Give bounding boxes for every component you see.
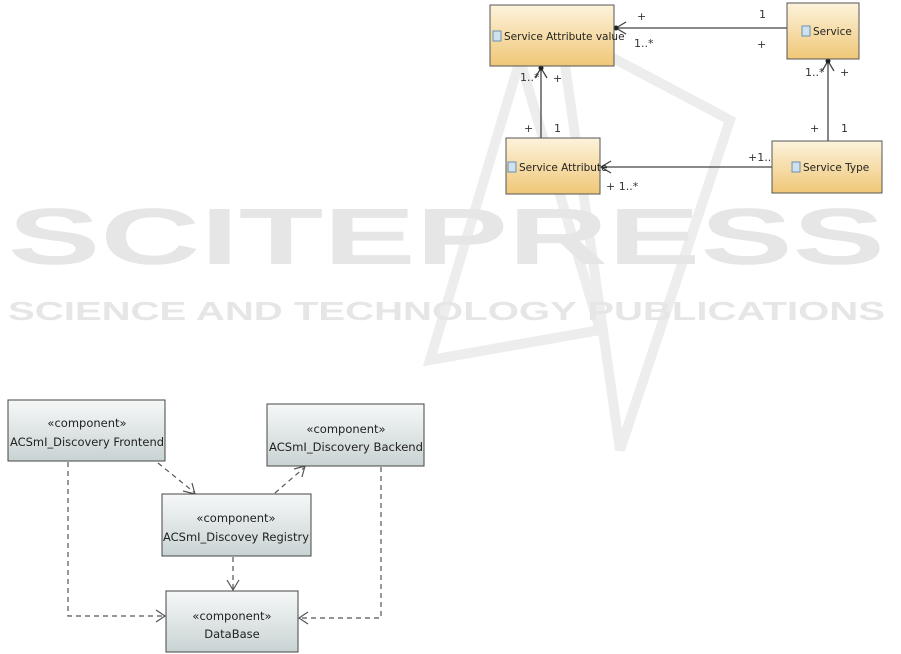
component-box	[7, 399, 166, 462]
component-box	[266, 403, 425, 467]
class-name: Service Attribute value	[504, 31, 625, 43]
component-stereotype: «component»	[196, 511, 275, 525]
class-name: Service	[813, 26, 852, 38]
component-name: ACSmI_Discovery Backend	[269, 440, 423, 454]
label-multiplicity: 1	[841, 122, 848, 135]
class-service-attribute[interactable]: Service Attribute	[505, 137, 608, 195]
label-end: +1..*	[748, 151, 777, 164]
composition-dot-icon	[825, 58, 831, 64]
dependency-frontend-database	[67, 462, 164, 617]
class-box	[786, 2, 860, 60]
component-database[interactable]: «component» DataBase	[165, 590, 299, 653]
label-multiplicity: 1	[759, 8, 766, 21]
composition-dot-icon	[613, 25, 619, 31]
class-icon	[801, 25, 811, 37]
component-stereotype: «component»	[306, 422, 385, 436]
watermark-subtitle: SCIENCE AND TECHNOLOGY PUBLICATIONS	[8, 296, 885, 326]
component-stereotype: «component»	[47, 416, 126, 430]
label-multiplicity: 1..*	[805, 66, 825, 79]
component-backend[interactable]: «component» ACSmI_Discovery Backend	[266, 403, 425, 467]
class-service-type[interactable]: Service Type	[771, 140, 883, 194]
class-icon	[507, 161, 517, 173]
label-role: +	[757, 38, 766, 51]
label-multiplicity: 1..*	[520, 71, 540, 84]
class-name: Service Attribute	[519, 162, 608, 174]
composition-dot-icon	[538, 65, 544, 71]
label-role: +	[810, 122, 819, 135]
component-stereotype: «component»	[192, 609, 271, 623]
watermark-title: SCITEPRESS	[8, 192, 885, 281]
component-box	[161, 493, 312, 557]
label-role: +	[840, 66, 849, 79]
watermark: SCITEPRESS SCIENCE AND TECHNOLOGY PUBLIC…	[8, 20, 885, 452]
dependency-backend-database	[300, 467, 382, 619]
label-role: +	[553, 72, 562, 85]
label-multiplicity: 1..*	[634, 37, 654, 50]
class-service-attribute-value[interactable]: Service Attribute value	[489, 4, 625, 67]
label-end: + 1..*	[606, 180, 639, 193]
class-box	[489, 4, 615, 67]
class-box	[505, 137, 601, 195]
class-icon	[791, 161, 801, 173]
dependency-registry-backend	[274, 466, 306, 494]
component-frontend[interactable]: «component» ACSmI_Discovery Frontend	[7, 399, 166, 462]
label-role: +	[524, 122, 533, 135]
dependency-frontend-registry	[157, 462, 196, 494]
label-multiplicity: 1	[554, 122, 561, 135]
class-box	[771, 140, 883, 194]
watermark-logo-shape	[422, 20, 737, 452]
arrow-head-icon	[155, 609, 167, 623]
component-name: ACSmI_Discovey Registry	[163, 530, 309, 544]
component-name: DataBase	[204, 627, 259, 641]
component-registry[interactable]: «component» ACSmI_Discovey Registry	[161, 493, 312, 557]
component-box	[165, 590, 299, 653]
class-icon	[492, 30, 502, 42]
class-service[interactable]: Service	[786, 2, 860, 60]
arrow-head-icon	[226, 579, 240, 592]
component-name: ACSmI_Discovery Frontend	[10, 435, 164, 449]
component-dependencies	[67, 462, 382, 619]
label-role: +	[637, 10, 646, 23]
class-name: Service Type	[803, 162, 869, 174]
arrow-head-icon	[599, 160, 612, 174]
arrow-head-icon	[297, 611, 309, 625]
